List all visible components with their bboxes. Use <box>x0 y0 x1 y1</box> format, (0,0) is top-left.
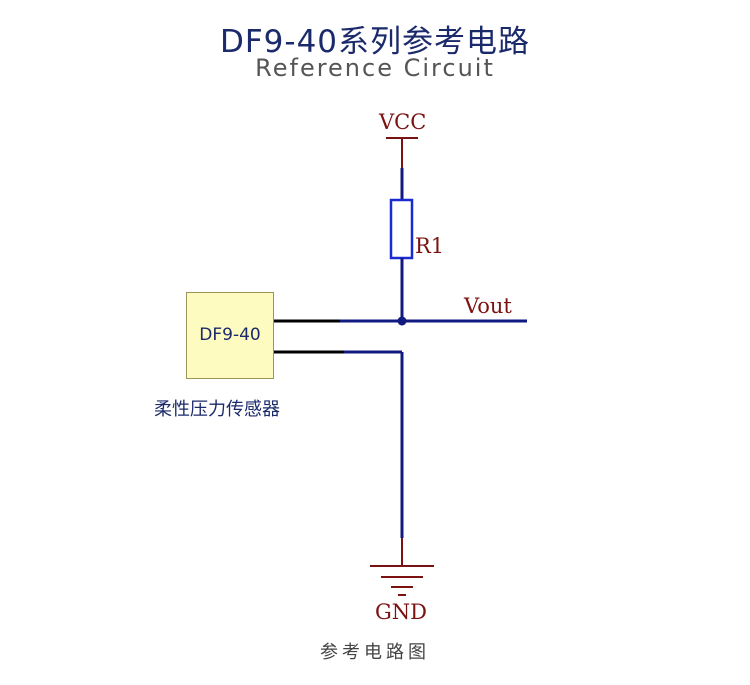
page-subtitle: Reference Circuit <box>255 54 495 82</box>
vout-label: Vout <box>464 294 512 318</box>
resistor-r1 <box>389 198 414 260</box>
gnd-label: GND <box>375 600 427 624</box>
vcc-label: VCC <box>379 110 427 134</box>
sensor-component <box>186 292 274 379</box>
figure-caption: 参考电路图 <box>320 642 430 663</box>
resistor-label: R1 <box>415 234 445 258</box>
page-title: DF9-40系列参考电路 <box>219 24 531 60</box>
junction-node <box>397 316 407 326</box>
sensor-model-label: DF9-40 <box>199 325 261 345</box>
sensor-caption: 柔性压力传感器 <box>154 399 280 420</box>
